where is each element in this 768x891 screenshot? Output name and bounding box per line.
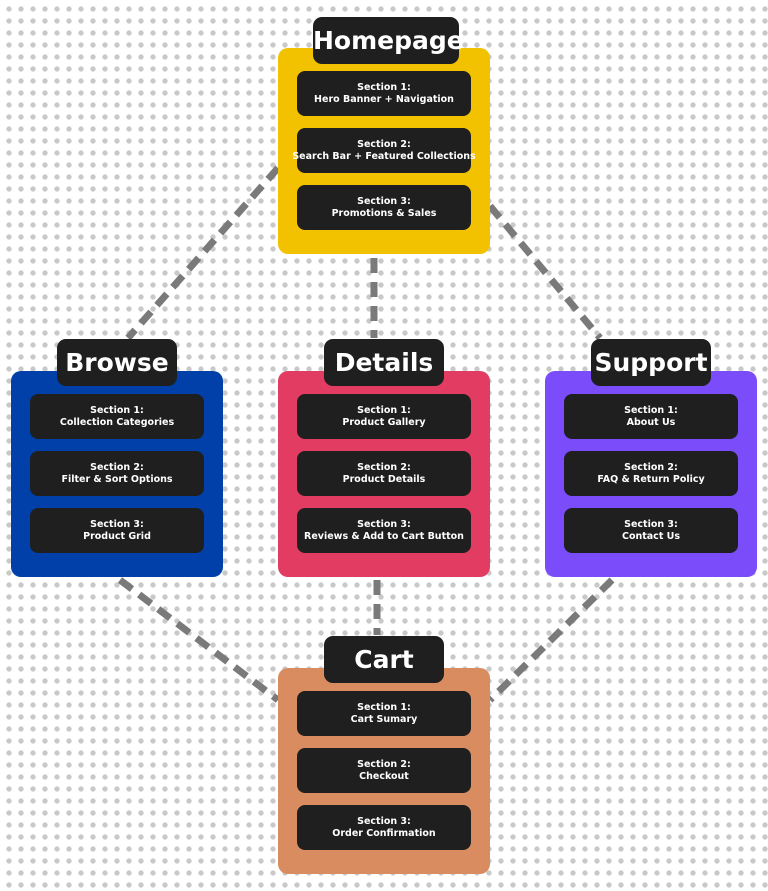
browse-node: Section 1: Collection Categories Section… — [11, 371, 223, 577]
section-heading: Section 1: — [624, 404, 678, 416]
section-text: Search Bar + Featured Collections — [292, 150, 476, 162]
section-text: Filter & Sort Options — [61, 473, 173, 485]
homepage-node: Section 1: Hero Banner + Navigation Sect… — [278, 48, 490, 254]
support-section-3: Section 3: Contact Us — [564, 508, 738, 553]
section-text: Cart Sumary — [350, 713, 418, 725]
homepage-section-1: Section 1: Hero Banner + Navigation — [297, 71, 471, 116]
section-heading: Section 1: — [357, 701, 411, 713]
edge-support-cart — [487, 577, 615, 703]
section-text: Collection Categories — [59, 416, 175, 428]
details-section-2: Section 2: Product Details — [297, 451, 471, 496]
details-section-3: Section 3: Reviews & Add to Cart Button — [297, 508, 471, 553]
section-text: Product Gallery — [342, 416, 426, 428]
edge-homepage-support — [487, 203, 603, 341]
section-heading: Section 2: — [90, 461, 144, 473]
cart-section-3: Section 3: Order Confirmation — [297, 805, 471, 850]
section-text: About Us — [626, 416, 676, 428]
section-text: Checkout — [359, 770, 409, 782]
browse-sections: Section 1: Collection Categories Section… — [30, 394, 204, 565]
homepage-section-2: Section 2: Search Bar + Featured Collect… — [292, 128, 476, 173]
section-heading: Section 3: — [357, 815, 411, 827]
browse-section-2: Section 2: Filter & Sort Options — [30, 451, 204, 496]
support-section-2: Section 2: FAQ & Return Policy — [564, 451, 738, 496]
support-sections: Section 1: About Us Section 2: FAQ & Ret… — [564, 394, 738, 565]
details-section-1: Section 1: Product Gallery — [297, 394, 471, 439]
details-node: Section 1: Product Gallery Section 2: Pr… — [278, 371, 490, 577]
cart-sections: Section 1: Cart Sumary Section 2: Checko… — [297, 691, 471, 862]
section-text: Contact Us — [621, 530, 681, 542]
cart-node: Section 1: Cart Sumary Section 2: Checko… — [278, 668, 490, 874]
support-title: Support — [591, 339, 711, 386]
section-heading: Section 1: — [90, 404, 144, 416]
section-heading: Section 2: — [357, 138, 411, 150]
homepage-title: Homepage — [313, 17, 464, 64]
section-heading: Section 3: — [90, 518, 144, 530]
support-section-1: Section 1: About Us — [564, 394, 738, 439]
browse-title: Browse — [57, 339, 177, 386]
section-heading: Section 1: — [357, 404, 411, 416]
section-heading: Section 3: — [624, 518, 678, 530]
section-text: Reviews & Add to Cart Button — [304, 530, 464, 542]
details-sections: Section 1: Product Gallery Section 2: Pr… — [297, 394, 471, 565]
cart-section-1: Section 1: Cart Sumary — [297, 691, 471, 736]
edge-homepage-browse — [125, 165, 281, 341]
section-text: Product Grid — [83, 530, 151, 542]
section-heading: Section 1: — [357, 81, 411, 93]
edge-browse-cart — [117, 577, 281, 703]
browse-section-3: Section 3: Product Grid — [30, 508, 204, 553]
section-heading: Section 2: — [357, 758, 411, 770]
homepage-sections: Section 1: Hero Banner + Navigation Sect… — [292, 71, 476, 242]
section-heading: Section 3: — [357, 518, 411, 530]
browse-section-1: Section 1: Collection Categories — [30, 394, 204, 439]
section-text: Promotions & Sales — [331, 207, 437, 219]
section-text: Product Details — [342, 473, 426, 485]
cart-section-2: Section 2: Checkout — [297, 748, 471, 793]
section-text: Order Confirmation — [332, 827, 436, 839]
cart-title: Cart — [324, 636, 444, 683]
section-text: FAQ & Return Policy — [597, 473, 705, 485]
section-text: Hero Banner + Navigation — [314, 93, 454, 105]
details-title: Details — [324, 339, 444, 386]
section-heading: Section 3: — [357, 195, 411, 207]
section-heading: Section 2: — [624, 461, 678, 473]
homepage-section-3: Section 3: Promotions & Sales — [297, 185, 471, 230]
support-node: Section 1: About Us Section 2: FAQ & Ret… — [545, 371, 757, 577]
section-heading: Section 2: — [357, 461, 411, 473]
